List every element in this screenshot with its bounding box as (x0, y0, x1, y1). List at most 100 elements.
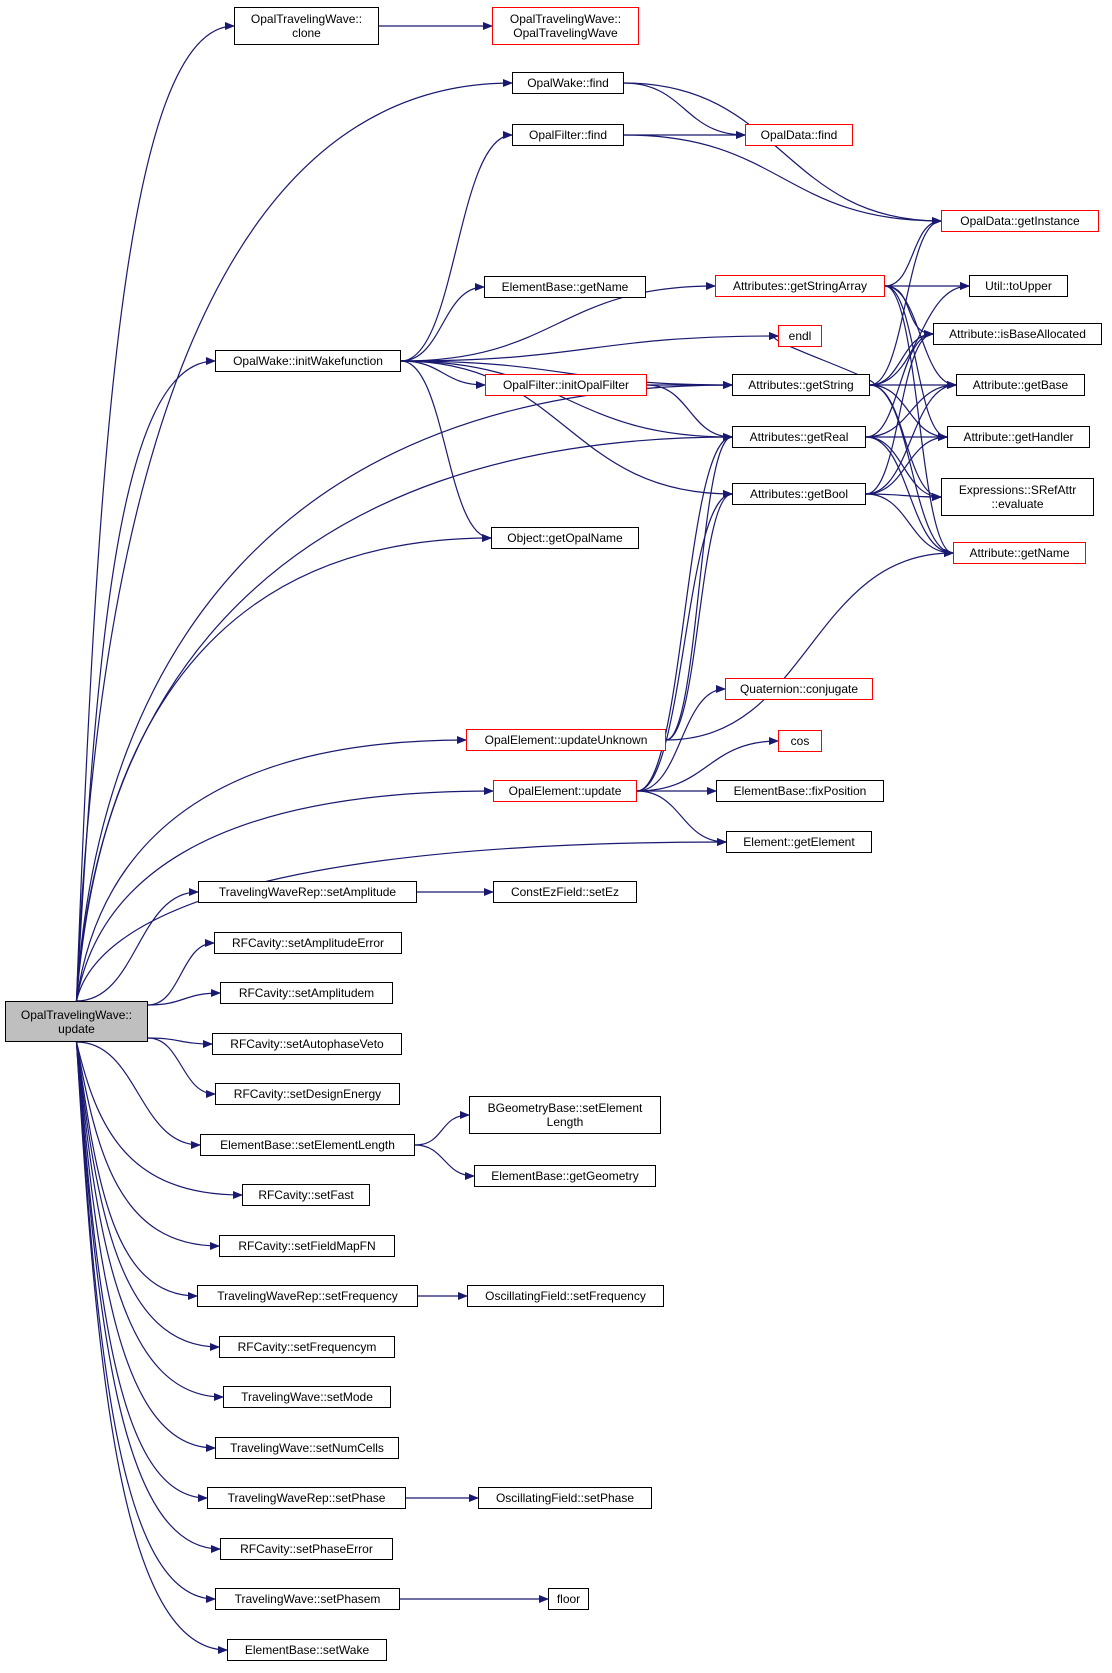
node-setnumcells[interactable]: TravelingWave::setNumCells (215, 1437, 399, 1459)
node-isbase[interactable]: Attribute::isBaseAllocated (933, 323, 1102, 345)
node-cos[interactable]: cos (778, 730, 822, 752)
node-label: Element::getElement (743, 835, 855, 849)
node-getinstance[interactable]: OpalData::getInstance (941, 210, 1099, 232)
node-elemupdate[interactable]: OpalElement::update (493, 780, 637, 802)
node-setmode[interactable]: TravelingWave::setMode (223, 1386, 391, 1408)
node-toupper[interactable]: Util::toUpper (969, 275, 1068, 297)
node-root: OpalTravelingWave::update (5, 1001, 148, 1042)
node-getgeometry[interactable]: ElementBase::getGeometry (474, 1165, 656, 1187)
node-label: Attribute::isBaseAllocated (949, 327, 1086, 341)
edge-initwake-to-endl (400, 332, 779, 362)
node-getbase[interactable]: Attribute::getBase (956, 374, 1085, 396)
edge-getstring-to-endl (768, 332, 875, 386)
edge-initwake-to-getbool (400, 360, 733, 498)
edge-root-to-initwake (75, 357, 216, 1002)
node-label: RFCavity::setFrequencym (237, 1340, 377, 1354)
edge-getreal-to-isbase (865, 330, 934, 438)
node-ctor[interactable]: OpalTravelingWave::OpalTravelingWave (492, 7, 639, 45)
edge-getstringarray-to-getinstance (884, 217, 942, 287)
node-label: OpalFilter::find (528, 128, 608, 142)
node-label: OpalElement::update (508, 784, 622, 798)
node-setez[interactable]: ConstEzField::setEz (493, 881, 637, 903)
node-label: OpalTravelingWave (513, 26, 618, 40)
node-setfrequency[interactable]: TravelingWaveRep::setFrequency (197, 1285, 418, 1307)
node-label: RFCavity::setFieldMapFN (238, 1239, 376, 1253)
node-initfilter[interactable]: OpalFilter::initOpalFilter (485, 374, 647, 396)
node-setphaseerror[interactable]: RFCavity::setPhaseError (220, 1538, 393, 1560)
node-getstring[interactable]: Attributes::getString (732, 374, 870, 396)
edge-root-to-setphasem (75, 1041, 216, 1603)
edge-elemupdate-to-getbool (636, 490, 733, 792)
node-elemgetname[interactable]: ElementBase::getName (484, 276, 646, 298)
node-setelementlength[interactable]: ElementBase::setElementLength (200, 1134, 415, 1156)
node-setwake[interactable]: ElementBase::setWake (227, 1639, 387, 1661)
edge-getbool-to-srefattr (865, 492, 942, 501)
edge-root-to-setfrequencym (75, 1041, 220, 1351)
node-updateunknown[interactable]: OpalElement::updateUnknown (466, 729, 666, 751)
node-label: RFCavity::setAmplitudem (238, 986, 375, 1000)
node-label: OpalTravelingWave:: (509, 12, 622, 26)
node-label: OscillatingField::setPhase (495, 1491, 635, 1505)
node-label: Expressions::SRefAttr (958, 483, 1077, 497)
node-wakefind[interactable]: OpalWake::find (512, 72, 624, 94)
edge-getstringarray-to-attrgetname (884, 285, 954, 557)
node-getstringarray[interactable]: Attributes::getStringArray (715, 275, 885, 297)
edge-updateunknown-to-attrgetname (665, 549, 954, 741)
node-setphasem[interactable]: TravelingWave::setPhasem (215, 1588, 400, 1610)
edge-root-to-setamplitude (76, 888, 199, 1002)
node-clone[interactable]: OpalTravelingWave::clone (234, 7, 379, 45)
node-fixposition[interactable]: ElementBase::fixPosition (716, 780, 884, 802)
edge-updateunknown-to-getreal (665, 433, 733, 741)
node-setautophaseveto[interactable]: RFCavity::setAutophaseVeto (212, 1033, 402, 1055)
node-label: ElementBase::getName (501, 280, 629, 294)
node-label: endl (788, 329, 812, 343)
node-endl[interactable]: endl (778, 325, 822, 347)
edge-getstringarray-to-gethandler (884, 285, 948, 441)
node-label: Attributes::getString (748, 378, 854, 392)
edge-initwake-to-getstring (400, 360, 733, 389)
node-label: Attributes::getStringArray (732, 279, 868, 293)
node-setphase[interactable]: TravelingWaveRep::setPhase (207, 1487, 406, 1509)
edge-root-to-getreal (75, 433, 733, 1002)
node-initwake[interactable]: OpalWake::initWakefunction (215, 350, 401, 372)
node-getreal[interactable]: Attributes::getReal (732, 426, 866, 448)
node-label: OpalWake::initWakefunction (233, 354, 383, 368)
edge-updateunknown-to-getbool (665, 490, 733, 741)
node-label: ElementBase::setElementLength (220, 1138, 395, 1152)
edge-elemupdate-to-cos (636, 737, 779, 792)
edge-elemupdate-to-getreal (636, 433, 733, 792)
node-oscsetphase[interactable]: OscillatingField::setPhase (478, 1487, 652, 1509)
edge-getstring-to-isbase (869, 330, 934, 386)
node-datafind[interactable]: OpalData::find (745, 124, 853, 146)
node-gethandler[interactable]: Attribute::getHandler (947, 426, 1090, 448)
edge-initfilter-to-getreal (646, 384, 733, 441)
edge-getstring-to-gethandler (869, 384, 948, 441)
node-label: RFCavity::setAutophaseVeto (230, 1037, 384, 1051)
node-setfast[interactable]: RFCavity::setFast (242, 1184, 370, 1206)
node-label: Attribute::getBase (972, 378, 1069, 392)
node-label: OscillatingField::setFrequency (485, 1289, 646, 1303)
edge-getbool-to-attrgetname (865, 493, 954, 557)
node-srefattr[interactable]: Expressions::SRefAttr::evaluate (941, 478, 1094, 516)
node-conjugate[interactable]: Quaternion::conjugate (725, 678, 873, 700)
node-attrgetname[interactable]: Attribute::getName (953, 542, 1086, 564)
node-filterfind[interactable]: OpalFilter::find (512, 124, 624, 146)
node-floor[interactable]: floor (548, 1588, 589, 1610)
node-getopalname[interactable]: Object::getOpalName (491, 527, 639, 549)
node-setamplitude[interactable]: TravelingWaveRep::setAmplitude (198, 881, 417, 903)
node-getbool[interactable]: Attributes::getBool (732, 483, 866, 505)
node-setamplitudeerror[interactable]: RFCavity::setAmplitudeError (214, 932, 402, 954)
node-oscsetfrequency[interactable]: OscillatingField::setFrequency (467, 1285, 664, 1307)
node-label: ConstEzField::setEz (510, 885, 620, 899)
node-label: OpalTravelingWave:: (20, 1007, 133, 1022)
node-label: RFCavity::setAmplitudeError (231, 936, 385, 950)
node-setfieldmapfn[interactable]: RFCavity::setFieldMapFN (219, 1235, 395, 1257)
node-setfrequencym[interactable]: RFCavity::setFrequencym (219, 1336, 395, 1358)
edge-root-to-getstring (75, 381, 733, 1002)
node-setamplitudem[interactable]: RFCavity::setAmplitudem (220, 982, 393, 1004)
node-setdesignenergy[interactable]: RFCavity::setDesignEnergy (215, 1083, 400, 1105)
node-getelement[interactable]: Element::getElement (726, 831, 872, 853)
edge-root-to-getelement (75, 838, 727, 1002)
edge-getbool-to-gethandler (865, 433, 948, 495)
